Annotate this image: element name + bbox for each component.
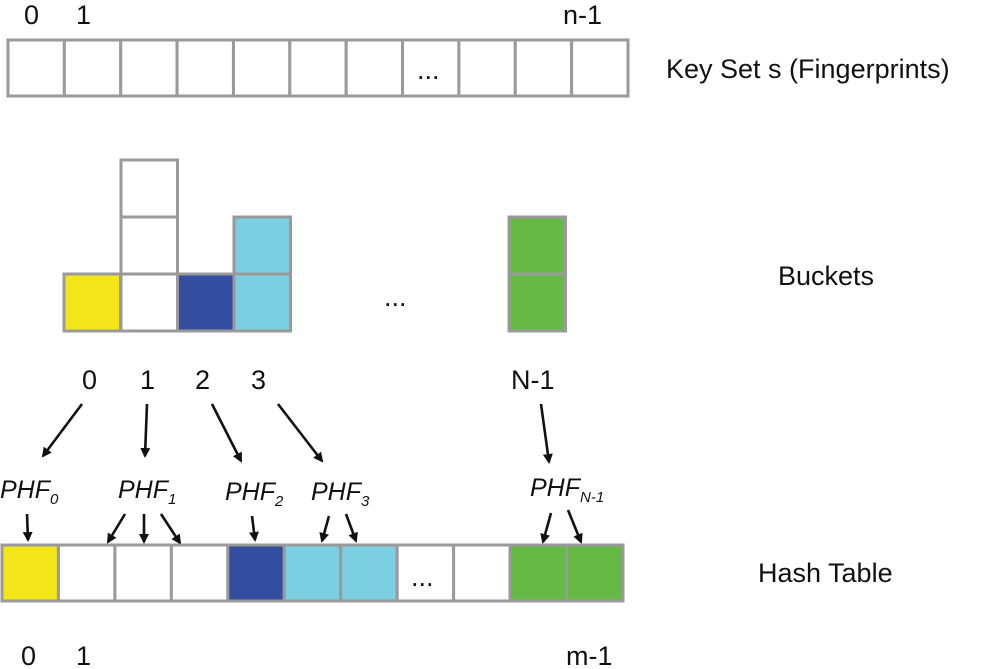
bucket-index-3: 3 — [251, 365, 266, 395]
hash-table-cell — [508, 543, 569, 603]
hash-table-cell — [113, 543, 173, 603]
bucket-cell — [232, 272, 292, 333]
hash-table-cell — [452, 543, 512, 603]
hash-table-cell — [226, 543, 286, 603]
bucket-cell — [119, 215, 179, 276]
hash-table-cell — [0, 543, 60, 603]
arrow-phf1-slot-a — [106, 513, 127, 544]
key-set-cell — [288, 38, 348, 98]
key-set-index-0: 0 — [24, 0, 39, 30]
bucket-cell — [232, 215, 292, 276]
hash-table-label: Hash Table — [758, 558, 893, 588]
bucket-index-last: N-1 — [511, 365, 555, 395]
key-set-index-1: 1 — [76, 0, 91, 30]
arrow-phf1-slot-c — [159, 513, 182, 545]
key-set-cell — [231, 38, 292, 98]
arrow-phflast-slot-a — [540, 512, 553, 544]
key-set-cell — [6, 38, 66, 98]
key-set-cell — [62, 38, 123, 98]
hash-table-cells — [0, 543, 625, 603]
bucket-cell — [119, 158, 179, 219]
hash-table-cell — [339, 543, 399, 603]
hash-table-index-1: 1 — [76, 641, 91, 669]
key-set-cell — [175, 38, 235, 98]
buckets-ellipsis: ... — [384, 282, 407, 312]
bucket-index-2: 2 — [195, 365, 210, 395]
phf-to-table-arrows — [22, 509, 583, 545]
key-set-cell — [344, 38, 405, 98]
phf-1: PHF1 — [118, 476, 176, 508]
hash-table-cell — [565, 543, 625, 603]
arrow-bucket-3 — [276, 403, 324, 463]
hash-table-index-last: m-1 — [566, 641, 613, 669]
arrow-phf2-slot — [249, 515, 259, 542]
buckets: ... Buckets 0 1 2 3 N-1 — [62, 158, 874, 395]
bucket-cell — [176, 272, 236, 333]
arrow-phf0-slot — [22, 513, 33, 542]
key-set-label: Key Set s (Fingerprints) — [666, 54, 950, 84]
hash-table-ellipsis: ... — [411, 562, 434, 592]
arrow-bucket-0 — [41, 403, 84, 458]
arrow-bucket-2 — [210, 403, 243, 463]
arrow-phf3-slot-a — [319, 515, 331, 543]
buckets-label: Buckets — [778, 261, 874, 291]
key-set-cell — [457, 38, 517, 98]
hash-table-index-0: 0 — [21, 641, 36, 669]
arrow-phflast-slot-b — [566, 509, 583, 544]
phf-3: PHF3 — [311, 478, 370, 510]
key-set-cell — [119, 38, 179, 98]
phf-0: PHF0 — [0, 476, 59, 508]
arrow-bucket-last — [539, 403, 553, 464]
key-set: 0 1 n-1 ... Key Set s (Fingerprints) — [6, 0, 950, 98]
bucket-cells — [62, 158, 567, 333]
arrow-bucket-1 — [140, 403, 151, 458]
key-set-cells — [6, 38, 630, 98]
bucket-cell — [119, 272, 179, 333]
bucket-index-1: 1 — [140, 365, 155, 395]
bucket-cell — [62, 272, 122, 333]
hash-table-cell — [282, 543, 343, 603]
phf-last: PHFN-1 — [530, 474, 604, 506]
phf-2: PHF2 — [225, 478, 284, 510]
hash-table-cell — [169, 543, 230, 603]
bucket-cell — [507, 272, 567, 333]
key-set-index-last: n-1 — [563, 0, 602, 30]
bucket-index-0: 0 — [82, 365, 97, 395]
bucket-to-phf-arrows — [41, 403, 553, 464]
bucket-cell — [507, 215, 567, 276]
key-set-cell — [570, 38, 630, 98]
key-set-cell — [401, 38, 461, 98]
phf-labels: PHF0 PHF1 PHF2 PHF3 PHFN-1 — [0, 474, 604, 510]
hash-table-cell — [56, 543, 117, 603]
arrow-phf3-slot-b — [344, 513, 358, 543]
key-set-ellipsis: ... — [417, 55, 440, 85]
hash-table: ... Hash Table 0 1 m-1 — [0, 543, 893, 669]
key-set-cell — [513, 38, 574, 98]
